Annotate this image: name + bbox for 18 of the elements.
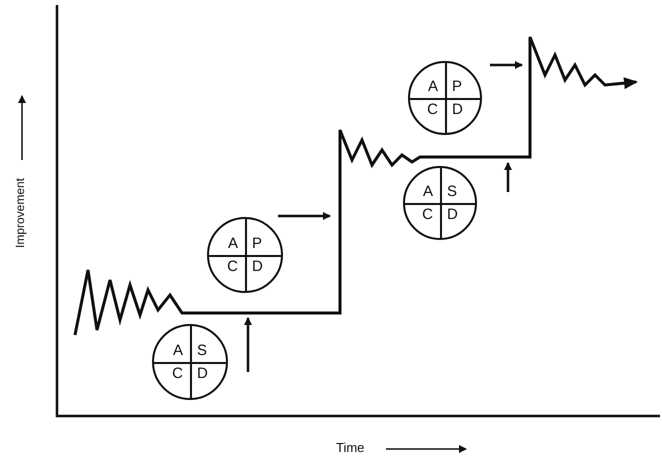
axis-label: Time (336, 440, 364, 455)
quadrant-letter: S (446, 183, 458, 200)
quadrant-letter: S (196, 342, 208, 359)
quadrant-letter: A (428, 78, 439, 95)
quadrant-letter: D (196, 365, 208, 382)
quadrant-letter: P (251, 235, 262, 252)
quadrant-letter: P (451, 78, 462, 95)
quadrant-letter: D (251, 258, 263, 275)
quadrant-letter: D (446, 206, 458, 223)
quadrant-letter: C (427, 101, 439, 118)
quadrant-letter: A (422, 183, 434, 200)
quadrant-letter: A (228, 235, 239, 252)
quadrant-letter: A (172, 342, 184, 359)
axis-label: Improvement (13, 176, 27, 250)
quadrant-letter: C (422, 206, 434, 223)
quadrant-letter: C (227, 258, 239, 275)
quadrant-letter: C (172, 365, 184, 382)
quadrant-letter: D (451, 101, 463, 118)
